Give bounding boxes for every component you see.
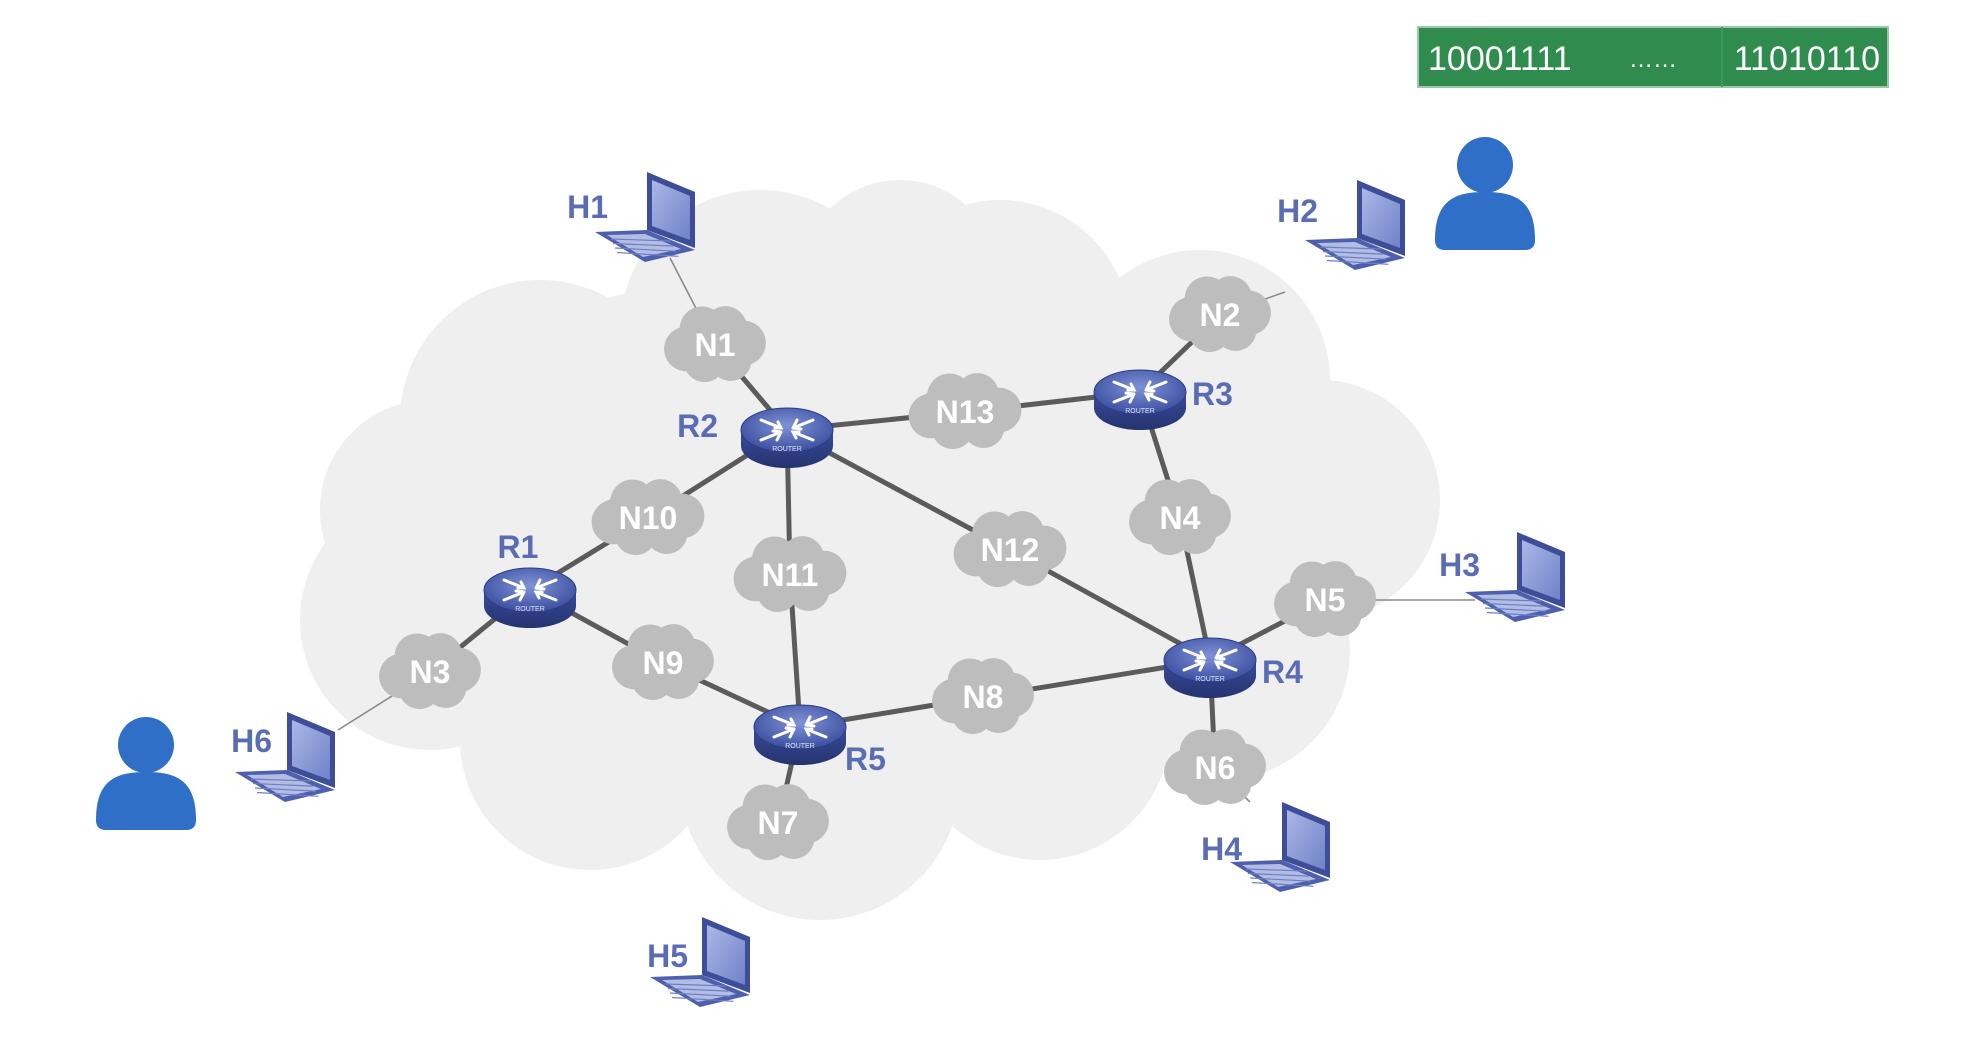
host-label: H4 (1201, 831, 1242, 867)
network-cloud-n8: N8 (932, 658, 1034, 735)
bit-sequence-banner: 10001111 …… 11010110 (1417, 26, 1889, 88)
host-laptop-h1[interactable]: H1 (567, 172, 695, 262)
network-cloud-n2: N2 (1169, 276, 1271, 353)
network-cloud-n6: N6 (1164, 729, 1266, 806)
host-label: H3 (1439, 547, 1480, 583)
network-label: N6 (1195, 750, 1236, 786)
host-laptop-h4[interactable]: H4 (1201, 802, 1330, 892)
user-icon (1435, 137, 1535, 250)
router-r4[interactable]: ROUTER R4 (1163, 637, 1303, 698)
bits-start-label: 10001111 (1428, 40, 1572, 78)
host-label: H6 (231, 723, 272, 759)
network-label: N5 (1305, 582, 1346, 618)
network-cloud-n9: N9 (612, 624, 714, 701)
network-label: N11 (762, 557, 819, 593)
network-label: N12 (981, 532, 1040, 568)
host-laptop-h5[interactable]: H5 (647, 917, 750, 1007)
router-arrows-icon (1112, 380, 1168, 404)
router-badge: ROUTER (772, 446, 802, 453)
network-cloud-n7: N7 (727, 784, 829, 861)
laptop-icon (1465, 532, 1565, 622)
laptop-icon (1305, 180, 1405, 270)
network-label: N1 (695, 327, 736, 363)
network-label: N2 (1200, 297, 1241, 333)
network-cloud-n13: N13 (908, 373, 1022, 450)
router-badge: ROUTER (515, 606, 545, 613)
router-r2[interactable]: ROUTER R2 (677, 407, 834, 468)
network-label: N10 (619, 500, 678, 536)
router-label: R1 (498, 529, 539, 565)
router-badge: ROUTER (785, 743, 815, 750)
network-cloud-n11: N11 (733, 536, 847, 613)
network-cloud-n5: N5 (1274, 561, 1376, 638)
router-label: R5 (845, 741, 886, 777)
laptop-icon (650, 917, 750, 1007)
router-r1[interactable]: ROUTER R1 (483, 529, 577, 628)
network-label: N4 (1160, 500, 1201, 536)
router-label: R4 (1262, 654, 1303, 690)
network-label: N13 (936, 394, 995, 430)
host-label: H5 (647, 938, 688, 974)
router-label: R3 (1192, 376, 1233, 412)
network-label: N9 (643, 645, 684, 681)
network-cloud-n4: N4 (1129, 479, 1231, 556)
network-label: N8 (963, 679, 1004, 715)
network-cloud-n1: N1 (664, 306, 766, 383)
host-label: H2 (1277, 193, 1318, 229)
router-badge: ROUTER (1195, 676, 1225, 683)
network-label: N3 (410, 654, 451, 690)
internet-background-cloud (300, 180, 1440, 920)
network-cloud-n10: N10 (591, 479, 705, 556)
router-arrows-icon (502, 578, 558, 602)
host-label: H1 (567, 189, 608, 225)
router-badge: ROUTER (1125, 408, 1155, 415)
bits-ellipsis-label: …… (1629, 46, 1677, 73)
router-arrows-icon (772, 715, 828, 739)
laptop-icon (1230, 802, 1330, 892)
network-label: N7 (758, 805, 799, 841)
host-laptop-h6[interactable]: H6 (231, 712, 335, 802)
router-label: R2 (677, 408, 718, 444)
network-cloud-n3: N3 (379, 633, 481, 710)
user-icon (96, 717, 196, 830)
host-laptop-h2[interactable]: H2 (1277, 180, 1405, 270)
router-arrows-icon (1182, 648, 1238, 672)
host-laptop-h3[interactable]: H3 (1439, 532, 1565, 622)
router-r3[interactable]: ROUTER R3 (1093, 369, 1233, 430)
laptop-icon (595, 172, 695, 262)
router-arrows-icon (759, 418, 815, 442)
network-cloud-n12: N12 (953, 511, 1067, 588)
router-r5[interactable]: ROUTER R5 (753, 704, 886, 777)
bits-end-label: 11010110 (1734, 40, 1880, 78)
laptop-icon (235, 712, 335, 802)
